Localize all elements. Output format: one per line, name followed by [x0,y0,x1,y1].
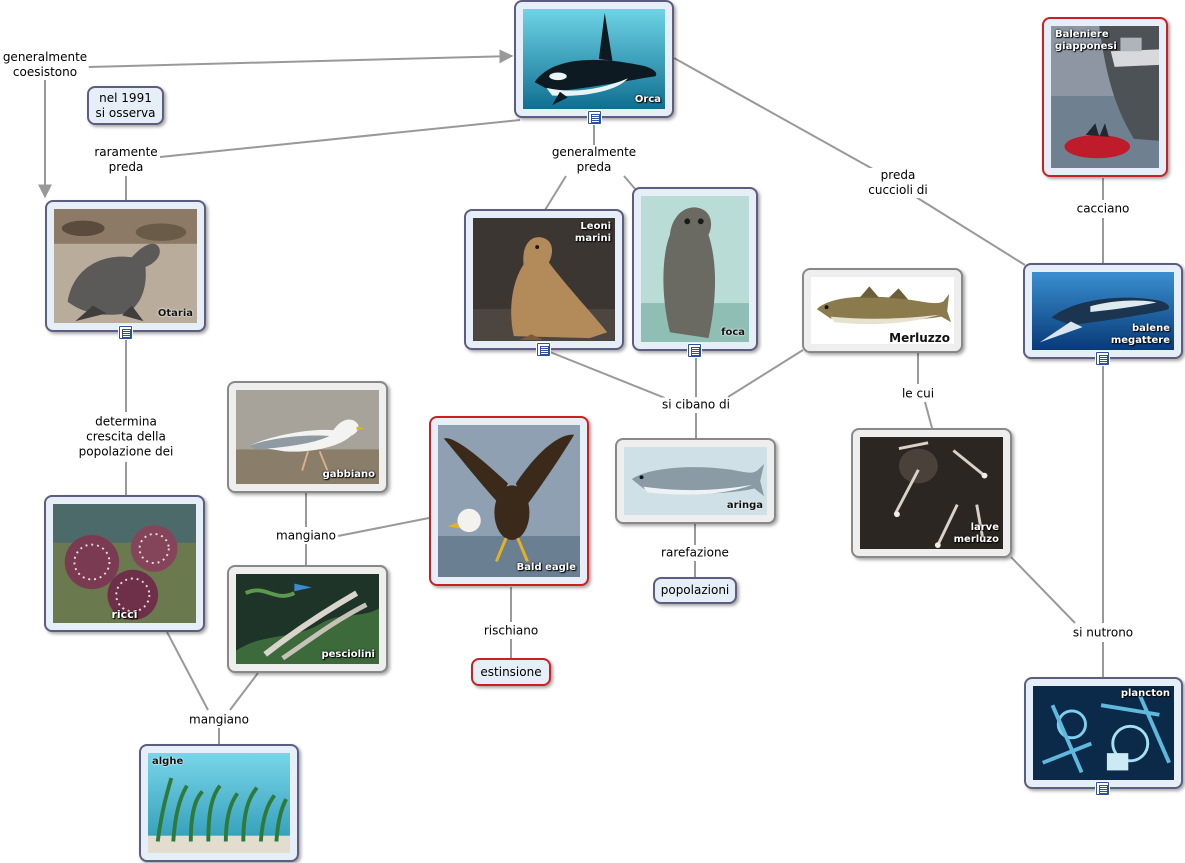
aringa-image: aringa [624,447,767,515]
baleniere-image: Baleniere giapponesi [1051,26,1159,168]
concept-popolazioni[interactable]: popolazioni [653,577,737,604]
balene-megattere-label: balene megattere [1111,323,1170,347]
ricci-label: ricci [53,609,196,621]
link-generalmente-coesistono[interactable]: generalmente coesistono [1,50,89,80]
plancton-image: plancton [1033,686,1174,780]
link-raramente-preda[interactable]: raramente preda [92,145,159,175]
foca-image: foca [641,196,749,342]
link-mangiano-gabbiano[interactable]: mangiano [274,529,338,544]
concept-nel-1991[interactable]: nel 1991 si osserva [87,86,164,125]
node-aringa[interactable]: aringa [615,438,776,524]
node-foca[interactable]: foca [632,187,758,351]
orca-image: Orca [523,9,665,109]
node-plancton[interactable]: plancton [1024,677,1183,789]
leoni-marini-image: Leoni marini [473,218,615,341]
leoni-marini-label: Leoni marini [575,221,611,245]
link-si-cibano-di[interactable]: si cibano di [660,398,732,413]
merluzzo-label: Merluzzo [889,332,950,344]
resource-document-icon[interactable] [588,111,601,124]
alghe-label: alghe [152,756,183,768]
concept-estinsione[interactable]: estinsione [471,658,551,686]
pesciolini-label: pesciolini [321,649,375,661]
link-rischiano[interactable]: rischiano [482,624,540,639]
node-orca[interactable]: Orca [514,0,674,118]
node-bald-eagle[interactable]: Bald eagle [429,416,589,586]
bald-eagle-image: Bald eagle [438,425,580,577]
link-preda-cuccioli-di[interactable]: preda cuccioli di [866,168,930,198]
resource-document-icon[interactable] [537,343,550,356]
bald-eagle-label: Bald eagle [517,562,576,574]
node-baleniere-giapponesi[interactable]: Baleniere giapponesi [1042,17,1168,177]
link-le-cui[interactable]: le cui [900,387,936,402]
link-cacciano[interactable]: cacciano [1075,202,1132,217]
resource-document-icon[interactable] [688,344,701,357]
node-merluzzo[interactable]: Merluzzo [802,268,963,353]
node-pesciolini[interactable]: pesciolini [227,565,388,673]
node-larve-merluzo[interactable]: larve merluzo [851,428,1012,558]
otaria-image: Otaria [54,209,197,323]
merluzzo-image: Merluzzo [811,277,954,344]
node-otaria[interactable]: Otaria [45,200,206,332]
balene-megattere-image: balene megattere [1032,272,1174,350]
resource-document-icon[interactable] [119,326,132,339]
otaria-label: Otaria [158,308,193,320]
node-leoni-marini[interactable]: Leoni marini [464,209,624,350]
aringa-label: aringa [727,500,763,512]
link-si-nutrono[interactable]: si nutrono [1071,626,1135,641]
larve-merluzo-image: larve merluzo [860,437,1003,549]
link-mangiano-alghe[interactable]: mangiano [187,713,251,728]
baleniere-label: Baleniere giapponesi [1055,29,1117,53]
alghe-image: alghe [148,753,290,853]
node-ricci[interactable]: ricci [44,495,205,632]
ricci-image: ricci [53,504,196,623]
foca-label: foca [721,327,745,339]
link-generalmente-preda[interactable]: generalmente preda [550,145,638,175]
resource-document-icon[interactable] [1096,352,1109,365]
plancton-label: plancton [1121,688,1170,700]
node-balene-megattere[interactable]: balene megattere [1023,263,1183,359]
gabbiano-image: gabbiano [236,390,379,484]
larve-merluzo-label: larve merluzo [954,522,999,546]
node-alghe[interactable]: alghe [139,744,299,862]
link-determina-crescita[interactable]: determina crescita della popolazione dei [77,415,176,460]
pesciolini-image: pesciolini [236,574,379,664]
resource-document-icon[interactable] [1096,782,1109,795]
link-rarefazione[interactable]: rarefazione [659,546,731,561]
node-gabbiano[interactable]: gabbiano [227,381,388,493]
gabbiano-label: gabbiano [323,469,375,481]
orca-label: Orca [635,94,661,106]
